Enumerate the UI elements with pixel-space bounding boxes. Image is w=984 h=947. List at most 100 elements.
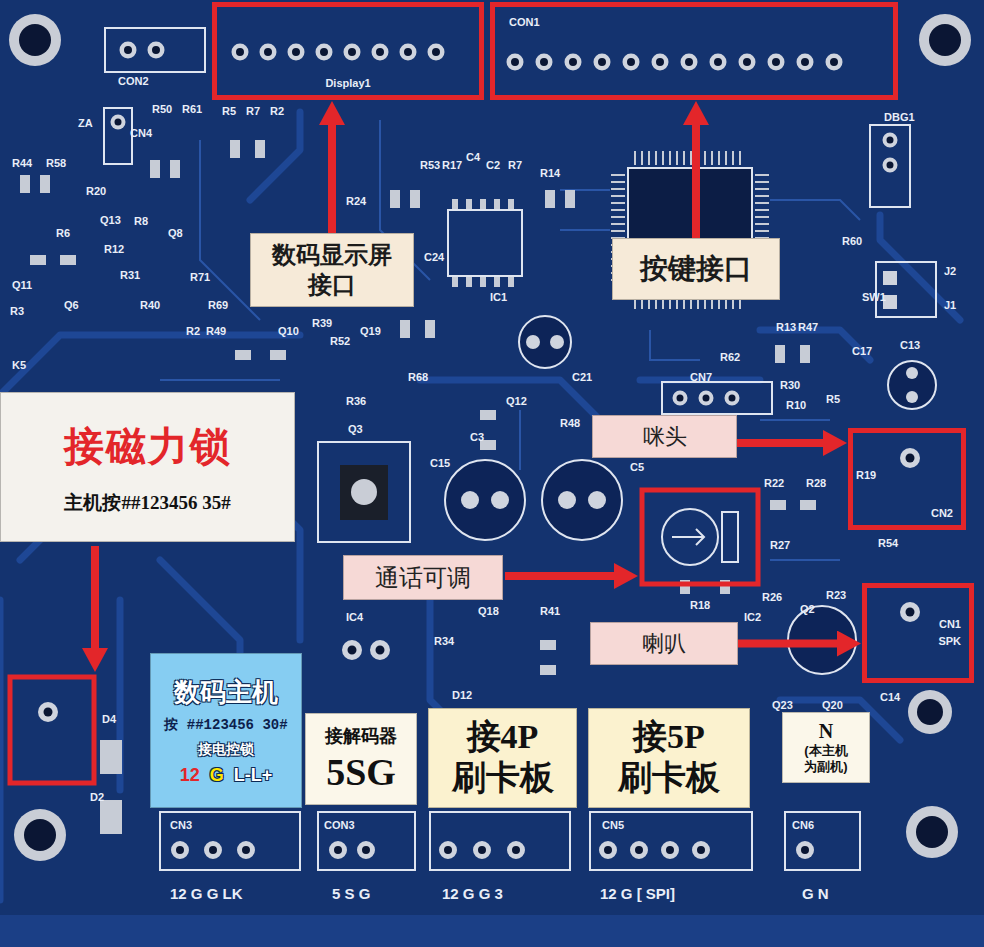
- silkscreen-label: R40: [140, 300, 160, 311]
- pin-pad: [240, 48, 464, 56]
- silkscreen-label: Q20: [822, 700, 843, 711]
- highlight-box: [642, 490, 758, 584]
- smd-pad: [425, 320, 435, 338]
- pin-pad: [608, 846, 732, 854]
- silkscreen-label: R68: [408, 372, 428, 383]
- connector-outline: [590, 812, 752, 870]
- smd-pad: [230, 140, 240, 158]
- pin-pad: [128, 46, 184, 54]
- pin-pad: [180, 846, 279, 854]
- callout-text: 接磁力锁: [64, 419, 232, 474]
- pin-pad: [515, 54, 863, 71]
- callout-box: 接4P 刷卡板: [428, 708, 577, 808]
- capacitor-lead: [461, 491, 479, 509]
- qfp-chip: [634, 151, 746, 165]
- smd-pad: [775, 345, 785, 363]
- silkscreen-label: R12: [104, 244, 124, 255]
- pin-pad: [44, 712, 53, 746]
- pin-pad: [900, 612, 920, 650]
- smd-pad: [100, 740, 122, 774]
- silkscreen-label: C15: [430, 458, 450, 469]
- silkscreen-label: C2: [486, 160, 500, 171]
- silkscreen-label: CON1: [509, 17, 540, 28]
- silkscreen-label: R23: [826, 590, 846, 601]
- silkscreen-label: R7: [508, 160, 522, 171]
- mounting-hole: [19, 24, 51, 56]
- trimmer-pot: [662, 509, 738, 565]
- pin-pad: [906, 458, 915, 498]
- silkscreen-label: Q12: [506, 396, 527, 407]
- silkscreen-label: Q8: [168, 228, 183, 239]
- pin-pad: [448, 846, 550, 854]
- callout-text: 数码显示屏 接口: [257, 240, 407, 300]
- silkscreen-label: CN5: [602, 820, 624, 831]
- trimmer-pot: [672, 529, 704, 545]
- silkscreen-label: C4: [466, 152, 480, 163]
- arrow-connector: [328, 125, 336, 233]
- silkscreen-label: 5 S G: [332, 886, 370, 901]
- trimmer-pot: [722, 512, 738, 562]
- mounting-hole: [9, 14, 971, 861]
- silkscreen-label: R20: [86, 186, 106, 197]
- pin-pad: [111, 122, 126, 150]
- smd-pad: [270, 350, 286, 360]
- silkscreen-label: C21: [572, 372, 592, 383]
- thin-trace: [560, 229, 610, 231]
- dip-chip: [448, 204, 522, 282]
- callout-text: 接5P 刷卡板: [595, 717, 743, 799]
- callout-text: 接解码器: [325, 724, 397, 748]
- capacitor-lead: [491, 491, 509, 509]
- leader-arrow: [505, 572, 614, 580]
- silkscreen-label: R71: [190, 272, 210, 283]
- silkscreen-label: R47: [798, 322, 818, 333]
- callout-text: (本主机为副机): [800, 743, 852, 776]
- pin-pad: [890, 295, 920, 309]
- mounting-hole: [919, 14, 971, 66]
- dip-chip: [448, 210, 522, 276]
- capacitor: [445, 460, 525, 540]
- callout-text: 接电控锁: [157, 741, 295, 759]
- silkscreen-label: R14: [540, 168, 560, 179]
- silkscreen-label: R8: [134, 216, 148, 227]
- silkscreen-label: Q6: [64, 300, 79, 311]
- thin-trace: [160, 379, 280, 381]
- connector-highlight: Display1: [212, 2, 484, 100]
- thin-trace: [770, 200, 860, 220]
- callout-box: 喇叭: [590, 622, 738, 665]
- pin-pad: [180, 841, 279, 859]
- callout-text: L-L+: [234, 765, 273, 786]
- relay-part: [318, 442, 410, 542]
- silkscreen-label: R50: [152, 104, 172, 115]
- connector-outline: [870, 125, 910, 207]
- capacitor: [542, 460, 622, 540]
- silkscreen-label: R44: [12, 158, 32, 169]
- silkscreen-label: CN4: [130, 128, 152, 139]
- copper-trace: [0, 600, 4, 900]
- silkscreen-label: R13: [776, 322, 796, 333]
- silkscreen-label: C3: [470, 432, 484, 443]
- callout-box: 咪头: [592, 415, 737, 458]
- smd-pad: [400, 320, 410, 338]
- callout-text: 12: [180, 765, 200, 786]
- capacitor: [519, 316, 571, 368]
- callout-box: 通话可调: [343, 555, 503, 600]
- smd-pad: [100, 800, 122, 834]
- capacitor-lead: [906, 367, 918, 379]
- silkscreen-label: CON3: [324, 820, 355, 831]
- pin-pad: [128, 42, 184, 59]
- smd-pad: [565, 190, 575, 208]
- silkscreen-label: J1: [944, 300, 956, 311]
- silkscreen-label: R69: [208, 300, 228, 311]
- silkscreen-label: J2: [944, 266, 956, 277]
- connector-outline: [785, 812, 860, 870]
- leader-arrow: [95, 546, 614, 648]
- silkscreen-label: R5: [826, 394, 840, 405]
- silkscreen-label: D12: [452, 690, 472, 701]
- dip-chip: [452, 199, 520, 209]
- callout-box: 接5P 刷卡板: [588, 708, 750, 808]
- silkscreen-label: R31: [120, 270, 140, 281]
- silkscreen-label: CN6: [792, 820, 814, 831]
- smd-pad: [480, 410, 496, 420]
- callout-box: N(本主机为副机): [782, 712, 870, 783]
